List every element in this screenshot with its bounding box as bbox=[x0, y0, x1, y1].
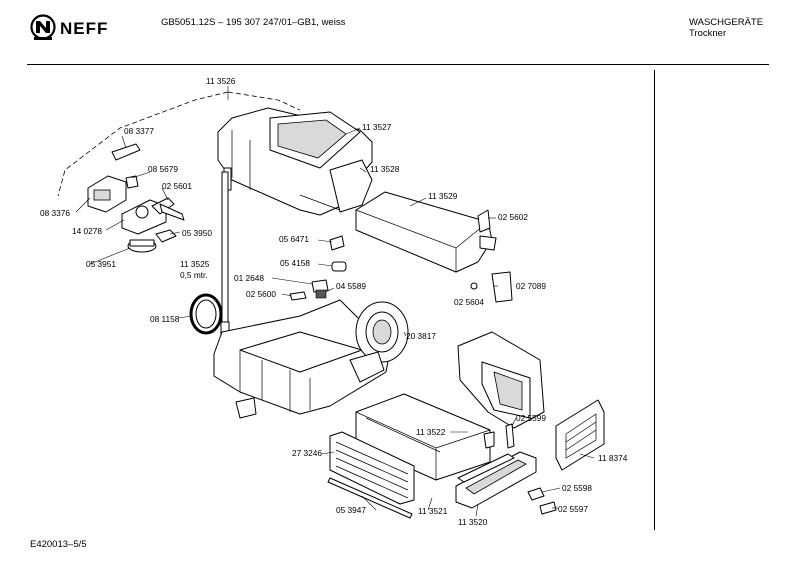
svg-text:NEFF: NEFF bbox=[60, 19, 108, 38]
blower-housing bbox=[213, 299, 409, 419]
filter-frame bbox=[455, 451, 537, 509]
model-line: GB5051.12S – 195 307 247/01–GB1, weiss bbox=[161, 17, 346, 28]
side-grille bbox=[555, 399, 605, 471]
air-funnel bbox=[457, 331, 545, 429]
label-08-3376: 08 3376 bbox=[40, 208, 70, 218]
label-11-3522: 11 3522 bbox=[416, 427, 446, 437]
label-11-3529: 11 3529 bbox=[428, 191, 458, 201]
label-02-5604: 02 5604 bbox=[454, 297, 484, 307]
label-14-0278: 14 0278 bbox=[72, 226, 102, 236]
mounting-bracket bbox=[470, 271, 513, 303]
label-11-3521: 11 3521 bbox=[418, 506, 448, 516]
label-08-1158: 08 1158 bbox=[150, 314, 180, 324]
long-air-channel bbox=[355, 191, 497, 273]
label-02-5600: 02 5600 bbox=[246, 289, 276, 299]
label-02-5597: 02 5597 bbox=[558, 504, 588, 514]
label-05-4158: 05 4158 bbox=[280, 258, 310, 268]
category-label: WASCHGERÄTE bbox=[689, 17, 764, 28]
label-27-3246: 27 3246 bbox=[292, 448, 322, 458]
label-04-5589: 04 5589 bbox=[336, 281, 366, 291]
label-05-3950: 05 3950 bbox=[182, 228, 212, 238]
label-11-3527: 11 3527 bbox=[362, 122, 392, 132]
label-02-5598: 02 5598 bbox=[562, 483, 592, 493]
label-11-3520: 11 3520 bbox=[458, 517, 488, 527]
label-02-5599: 02 5599 bbox=[516, 413, 546, 423]
label-02-5601: 02 5601 bbox=[162, 181, 192, 191]
label-11-8374: 11 8374 bbox=[598, 453, 628, 463]
support-rod bbox=[327, 477, 413, 519]
footer-doc-id: E420013–5/5 bbox=[30, 539, 87, 550]
label-05-3951: 05 3951 bbox=[86, 259, 116, 269]
label-08-3377: 08 3377 bbox=[124, 126, 154, 136]
label-11-3528: 11 3528 bbox=[370, 164, 400, 174]
sensor-bracket bbox=[505, 423, 515, 449]
label-05-6471: 05 6471 bbox=[279, 234, 309, 244]
small-electrical-parts bbox=[289, 235, 347, 301]
label-11-3525-length: 0,5 mtr. bbox=[180, 270, 208, 280]
leader-lines bbox=[75, 127, 595, 517]
label-20-3817: 20 3817 bbox=[406, 331, 436, 341]
subcategory-label: Trockner bbox=[689, 28, 727, 39]
label-02-7089: 02 7089 bbox=[516, 281, 546, 291]
label-02-5602: 02 5602 bbox=[498, 212, 528, 222]
sensor-assembly bbox=[87, 143, 185, 253]
label-01-2648: 01 2648 bbox=[234, 273, 264, 283]
screws bbox=[527, 487, 557, 515]
neff-logo-graphic: NEFF bbox=[30, 14, 108, 40]
front-grille bbox=[329, 431, 415, 505]
label-11-3525: 11 3525 bbox=[180, 259, 210, 269]
part-labels: 11 3526 08 3377 11 3527 11 3528 08 5679 … bbox=[40, 76, 628, 527]
door-gasket-ring bbox=[189, 293, 223, 335]
header-rule bbox=[27, 64, 769, 65]
label-08-5679: 08 5679 bbox=[148, 164, 178, 174]
label-05-3947: 05 3947 bbox=[336, 505, 366, 515]
top-air-duct bbox=[217, 107, 373, 216]
neff-logo: NEFF bbox=[30, 13, 122, 43]
side-divider bbox=[654, 70, 655, 530]
label-11-3526: 11 3526 bbox=[206, 76, 236, 86]
